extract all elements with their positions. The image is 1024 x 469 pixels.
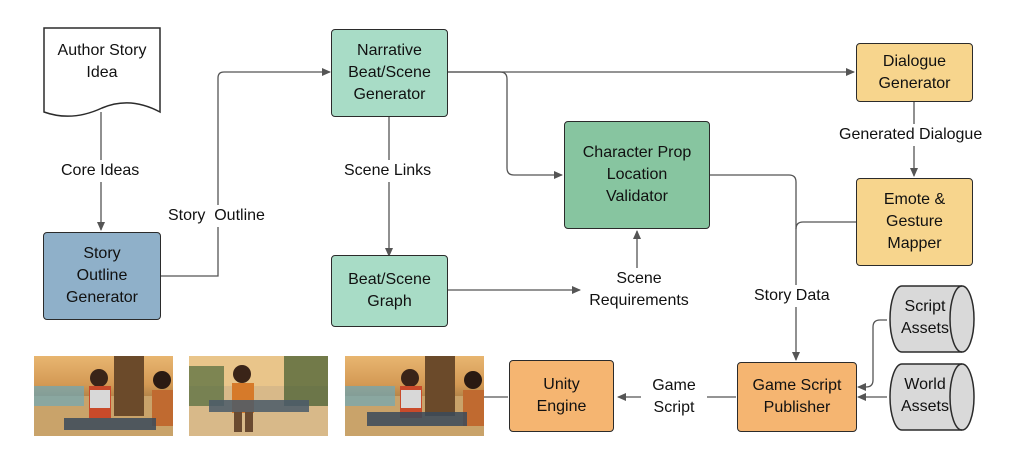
emote-gesture-mapper: Emote & Gesture Mapper [856, 178, 973, 266]
label-story-outline: Story Outline [166, 205, 267, 227]
label-core-ideas: Core Ideas [59, 160, 142, 182]
edge-narrative-validator [448, 71, 563, 179]
dialogue-generator: Dialogue Generator [856, 43, 973, 102]
game-screenshot-2 [189, 356, 328, 436]
unity-engine: Unity Engine [509, 360, 614, 432]
narrative-beat-scene-generator: Narrative Beat/Scene Generator [331, 29, 448, 117]
label-story-data: Story Data [752, 285, 832, 307]
label-game-script: Game Script [641, 375, 707, 419]
beat-scene-graph: Beat/Scene Graph [331, 255, 448, 327]
edge-script-assets [857, 319, 887, 391]
label-scene-requirements: Scene Requirements [583, 268, 695, 312]
game-screenshot-1 [34, 356, 173, 436]
world-assets-cylinder [889, 363, 975, 431]
script-assets: Script Assets [900, 298, 949, 337]
label-generated-dialogue: Generated Dialogue [837, 124, 985, 146]
edge-validator-story-data [710, 174, 800, 361]
story-outline-generator: Story Outline Generator [43, 232, 161, 320]
label-scene-links: Scene Links [342, 160, 434, 182]
author-idea-shape [43, 27, 161, 117]
author-story-idea: Author Story Idea [57, 42, 147, 81]
game-script-publisher: Game Script Publisher [737, 362, 857, 432]
edge-emote-story-data [795, 221, 856, 230]
script-assets-cylinder [889, 285, 975, 353]
world-assets: World Assets [900, 376, 949, 415]
edge-story-outline [161, 68, 331, 277]
character-prop-location-validator: Character Prop Location Validator [564, 121, 710, 229]
game-screenshot-3 [345, 356, 484, 436]
